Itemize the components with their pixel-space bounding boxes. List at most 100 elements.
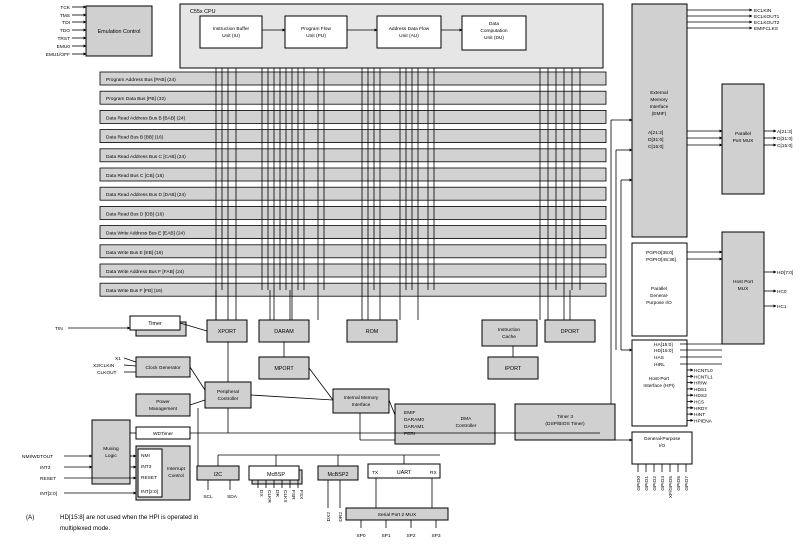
emu-pin-1: TMS — [60, 13, 70, 19]
i2c-pin-sda: SDA — [227, 494, 238, 500]
emu-pin-2: TDI — [62, 20, 70, 26]
ppmux-label-2: Port MUX — [733, 138, 755, 144]
emif-clk-pin-2: ECLKOUT2 — [754, 20, 780, 26]
pgpio-pin-2: PGPIO[45:36] — [646, 257, 676, 263]
emulation-control-label: Emulation Control — [98, 29, 141, 35]
cpu-title: C55x CPU — [190, 9, 216, 15]
bus-3 — [99, 129, 607, 144]
hpi-right-pin-7: HINT — [694, 412, 705, 418]
svg-text:(DSP/BIOS Timer): (DSP/BIOS Timer) — [545, 421, 585, 427]
hpi-label-1: Host-Port — [649, 376, 670, 382]
right-trunk — [610, 118, 633, 442]
svg-text:McBSP2: McBSP2 — [328, 472, 349, 478]
hpmux-label-1: Host Port — [733, 279, 754, 285]
gpio-pin-4: XF/GPIO5 — [668, 476, 674, 498]
bus-label-10: Data Write Address Bus F [FAB] (24) — [106, 269, 184, 275]
bus-stack: Program Address Bus [PAB] (24)Program Da… — [99, 71, 607, 297]
instruction-cache-block: Instruction Cache — [481, 319, 538, 347]
svg-text:Management: Management — [149, 406, 178, 412]
gpio-label-2: I/O — [659, 443, 666, 449]
svg-text:Program Flow: Program Flow — [301, 26, 331, 32]
svg-text:WDTimer: WDTimer — [153, 431, 173, 437]
emif-block — [631, 3, 688, 238]
ppmux-pin-d: D[31:0] — [777, 136, 792, 142]
hpi-left-pin-3: HIRL — [654, 362, 665, 368]
daram-block: DARAM — [258, 319, 310, 343]
gpio-pin-0: GPIO0 — [636, 476, 642, 491]
hpi-right-pin-2: HR/W — [694, 381, 707, 387]
svg-text:Interrupt: Interrupt — [167, 466, 186, 472]
iport-block: IPORT — [487, 356, 539, 380]
wdtimer-block: WDTimer — [135, 426, 191, 440]
svg-text:XPORT: XPORT — [218, 329, 237, 335]
serial-pin-1: SP1 — [381, 533, 390, 539]
emif-clk-pin-3: EMIFCLKS — [754, 26, 778, 32]
power-management-block: Power Management — [135, 393, 191, 417]
internal-connections — [130, 322, 600, 466]
svg-text:Instruction: Instruction — [498, 327, 520, 333]
svg-text:Interface: Interface — [352, 402, 371, 408]
pin-reset: RESET — [40, 476, 56, 482]
cpu-unit-ib: Instruction Buffer Unit (IU) — [199, 15, 263, 49]
int-pin-int3: INT3 — [141, 464, 152, 470]
bus-label-7: Data Read Bus D [DB] (16) — [106, 211, 164, 217]
svg-text:DARAM: DARAM — [274, 329, 294, 335]
bus-label-8: Data Write Address Bus E [EAB] (24) — [106, 231, 185, 237]
cpu-unit-af: Address Data Flow Unit (AU) — [376, 15, 442, 49]
hpi-left-pin-0: HA[15:0] — [654, 342, 673, 348]
svg-text:Peripheral: Peripheral — [217, 389, 239, 395]
footnote-line-2: multiplexed mode. — [60, 525, 110, 532]
mcbsp-pin-2: DR — [274, 490, 280, 497]
hpi-right-pin-6: HRDY — [694, 406, 708, 412]
svg-text:IPORT: IPORT — [505, 366, 522, 372]
footnote-line-1: HD[15:8] are not used when the HPI is op… — [60, 514, 199, 521]
hpi-right-pins: HCNTL0HCNTL1HR/WHDS1HDS2HCSHRDYHINTHPIEN… — [687, 368, 713, 424]
svg-text:Control: Control — [168, 473, 183, 479]
timer3-block: Timer 3 (DSP/BIOS Timer) — [514, 403, 616, 441]
pgpio-label-1: Parallel — [651, 286, 667, 292]
ppmux-pin-c: C[15:0] — [777, 143, 792, 149]
mcbsp-pin-3: CLKX — [282, 490, 288, 503]
emif-pin-a: A[21:2] — [648, 130, 663, 136]
ppmux-pin-a: A[21:2] — [777, 129, 792, 135]
timer-block: Timer — [129, 315, 187, 337]
clock-generator-block: Clock Generator — [135, 356, 191, 378]
interrupt-control-block: NMI INT3 RESET INT[2:0] Interrupt Contro… — [135, 445, 191, 501]
ppmux-pins: A[21:2] D[31:0] C[15:0] — [764, 129, 792, 149]
svg-text:Timer 3: Timer 3 — [557, 414, 573, 420]
mcbsp2-pin-dx2: DX2 — [326, 512, 332, 522]
svg-text:Controller: Controller — [218, 396, 239, 402]
serial-pin-0: SP0 — [356, 533, 365, 539]
dma-input-daram0: DARAM0 — [404, 417, 424, 423]
mcbsp2-pin-dr2: DR2 — [338, 512, 344, 522]
cpu-unit-pf: Program Flow Unit (PU) — [284, 15, 348, 49]
gpio-pin-6: GPIO7 — [684, 476, 690, 491]
svg-text:ROM: ROM — [366, 329, 379, 335]
internal-memory-interface-block: Internal Memory Interface — [332, 388, 390, 414]
svg-text:Power: Power — [156, 399, 170, 405]
bus-label-4: Data Read Address Bus C [CAB] (24) — [106, 154, 186, 160]
svg-text:Data: Data — [489, 21, 499, 27]
bus-6 — [99, 186, 607, 201]
svg-text:Computation: Computation — [480, 28, 508, 34]
hpmux-pin-hd: HD[7:0] — [777, 270, 793, 276]
hpmux-label-2: MUX — [738, 286, 749, 292]
svg-text:UART: UART — [397, 470, 412, 476]
emif-clk-pin-1: ECLKOUT1 — [754, 14, 780, 20]
svg-text:Instruction Buffer: Instruction Buffer — [213, 26, 250, 32]
bus-7 — [99, 205, 607, 220]
bus-label-9: Data Write Bus E [EB] (16) — [106, 250, 163, 256]
hpi-left-pin-2: HAS — [654, 355, 664, 361]
footnote-marker: (A) — [26, 514, 34, 521]
xport-block: XPORT — [206, 319, 248, 343]
hpi-right-pin-4: HDS2 — [694, 393, 707, 399]
pin-x2-clkin: X2/CLKIN — [93, 363, 115, 369]
rom-block: ROM — [346, 319, 398, 343]
svg-text:(EMIF): (EMIF) — [652, 111, 667, 117]
bus-label-2: Data Read Address Bus B [BAB] (24) — [106, 115, 186, 121]
svg-text:Muxing: Muxing — [103, 446, 119, 452]
